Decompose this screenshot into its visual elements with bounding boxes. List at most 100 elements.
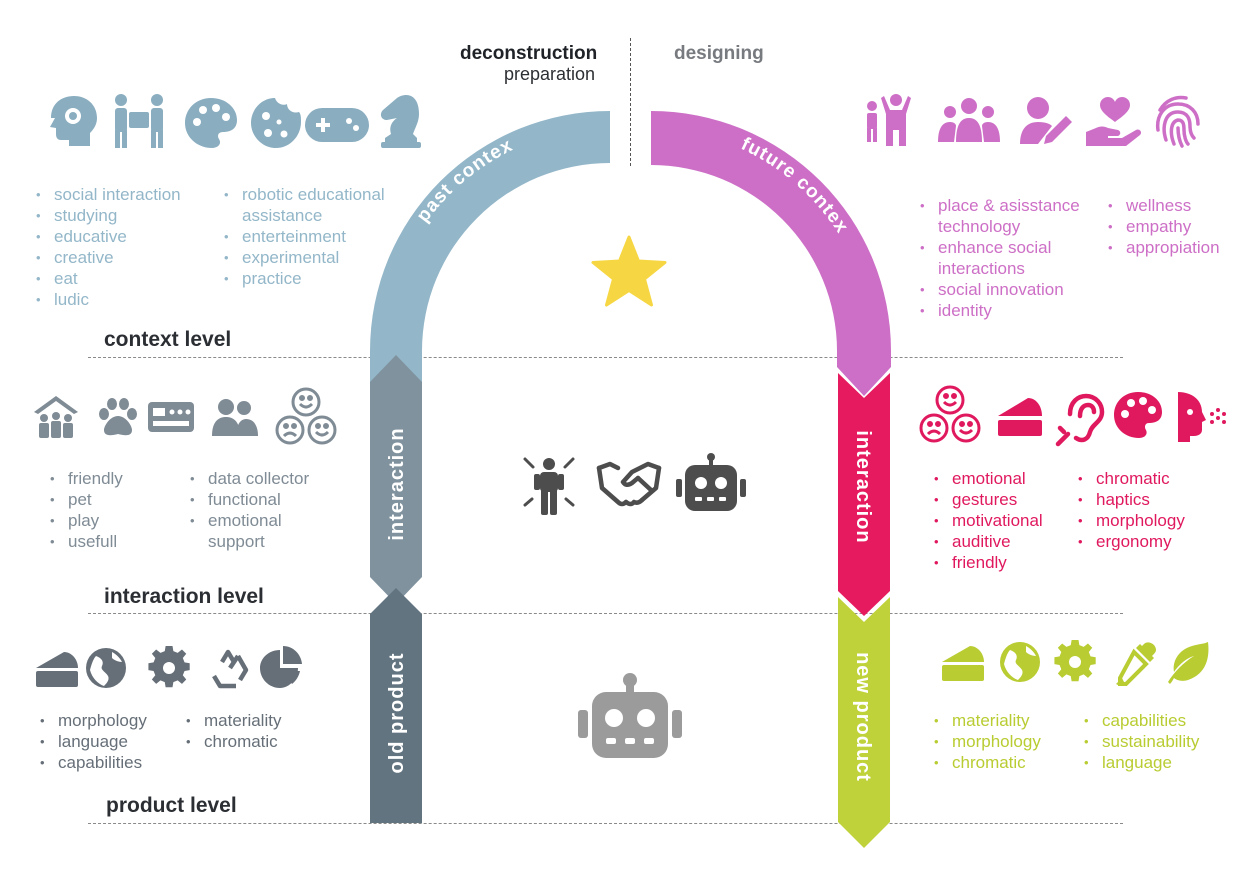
human-icon <box>523 457 575 515</box>
emotions-icon <box>919 385 981 443</box>
fingerprint-icon <box>1155 95 1200 148</box>
list-item: •sustainability <box>1084 732 1200 751</box>
list-item: •chromatic <box>934 753 1026 772</box>
globe-icon <box>86 648 126 688</box>
list-item: •chromatic <box>186 732 278 751</box>
list-item: assistance <box>242 206 323 225</box>
product-new-list-1: •materiality •morphology •chromatic <box>932 710 1082 773</box>
star-icon <box>591 235 667 307</box>
past-context-icons <box>50 94 421 148</box>
list-item: •morphology <box>934 732 1041 751</box>
eyedropper-icon <box>1116 642 1156 686</box>
interaction-old-list-1: •friendly •pet •play •usefull <box>48 468 188 552</box>
interaction-new-list-1: •emotional •gestures •motivational •audi… <box>932 468 1082 573</box>
list-item: •play <box>50 511 100 530</box>
list-item: •friendly <box>50 469 123 488</box>
header-designing: designing <box>674 43 764 64</box>
list-item: •identity <box>920 301 992 320</box>
list-item: •friendly <box>934 553 1007 572</box>
emotions-icon <box>275 387 337 445</box>
list-item: •ludic <box>36 290 89 309</box>
list-item: •gestures <box>934 490 1018 509</box>
product-level-line <box>88 823 1123 824</box>
robot-large-icon <box>578 673 682 758</box>
interaction-level-label: interaction level <box>104 585 264 608</box>
list-item: •language <box>40 732 128 751</box>
list-item: •enterteinment <box>224 227 346 246</box>
list-item: •functional <box>190 490 281 509</box>
old-product-arrow <box>370 588 422 823</box>
list-item: •data collector <box>190 469 310 488</box>
interaction-right-arrow <box>838 373 890 616</box>
cake-slice-icon <box>942 646 984 681</box>
list-item: •educative <box>36 227 127 246</box>
cake-slice-icon <box>36 652 78 687</box>
house-people-icon <box>34 396 78 438</box>
list-item: •motivational <box>934 511 1043 530</box>
palette-icon <box>185 98 237 148</box>
product-new-list-2: •capabilities •sustainability •language <box>1082 710 1242 773</box>
gear-icon <box>1054 640 1096 682</box>
list-item: •ergonomy <box>1078 532 1172 551</box>
list-item: •studying <box>36 206 118 225</box>
list-item: •social interaction <box>36 185 181 204</box>
users-icon <box>212 399 258 436</box>
group-icon <box>938 98 1000 142</box>
chess-knight-icon <box>380 94 421 148</box>
gear-icon <box>148 646 190 688</box>
header-divider <box>630 38 631 166</box>
future-context-icons <box>867 94 1200 148</box>
leaf-icon <box>1168 642 1209 684</box>
face-speak-icon <box>1178 392 1226 442</box>
list-item: •haptics <box>1078 490 1150 509</box>
product-old-list-2: •materiality •chromatic <box>184 710 334 752</box>
past-context-list-1: •social interaction •studying •educative… <box>34 184 224 310</box>
context-level-label: context level <box>104 328 232 351</box>
cookie-icon <box>251 98 301 148</box>
globe-icon <box>1000 642 1040 682</box>
list-item: •experimental <box>224 248 340 267</box>
list-item: •auditive <box>934 532 1011 551</box>
list-item: •materiality <box>186 711 282 730</box>
product-old-icons <box>36 646 302 689</box>
list-item: •chromatic <box>1078 469 1170 488</box>
cake-slice-icon <box>998 398 1042 436</box>
ear-icon <box>1055 393 1105 447</box>
list-item: •pet <box>50 490 92 509</box>
list-item: •wellness <box>1108 196 1192 215</box>
list-item: •morphology <box>40 711 147 730</box>
list-item: •emotional <box>190 511 282 530</box>
list-item: •robotic educational <box>224 185 385 204</box>
list-item: technology <box>938 217 1021 236</box>
new-product-arrow <box>838 597 890 848</box>
old-product-label: old product <box>386 653 408 774</box>
list-item: support <box>208 532 265 551</box>
future-context-list-1: •place & asisstance technology •enhance … <box>918 195 1108 321</box>
list-item: •social innovation <box>920 280 1064 299</box>
list-item: •place & asisstance <box>920 196 1080 215</box>
context-level-line <box>88 357 1123 358</box>
list-item: •practice <box>224 269 302 288</box>
future-context-arch <box>651 111 891 396</box>
list-item: •enhance social <box>920 238 1052 257</box>
list-item: •capabilities <box>1084 711 1187 730</box>
list-item: •emotional <box>934 469 1026 488</box>
recycle-icon <box>212 649 249 689</box>
interaction-left-label: interaction <box>386 427 408 540</box>
paw-icon <box>99 398 137 436</box>
list-item: •eat <box>36 269 78 288</box>
list-item: •creative <box>36 248 114 267</box>
list-item: •appropiation <box>1108 238 1220 257</box>
handshake-icon <box>596 461 662 507</box>
list-item: •capabilities <box>40 753 143 772</box>
people-collaboration-icon <box>115 94 163 148</box>
head-gear-icon <box>50 96 97 146</box>
product-old-list-1: •morphology •language •capabilities <box>38 710 188 773</box>
gamepad-icon <box>305 108 369 142</box>
interaction-old-list-2: •data collector •functional •emotional s… <box>188 468 368 552</box>
product-new-icons <box>942 640 1209 686</box>
interaction-right-label: interaction <box>852 430 874 543</box>
interaction-left-arrow <box>370 355 422 604</box>
past-context-list-2: •robotic educational assistance •enterte… <box>222 184 412 289</box>
